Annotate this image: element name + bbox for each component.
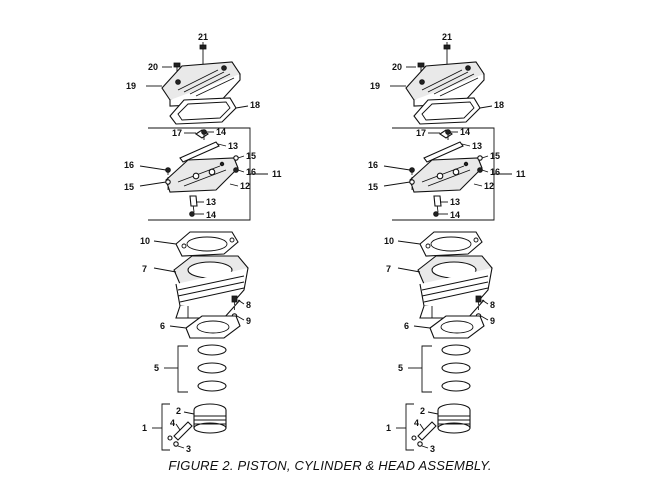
figure-caption: FIGURE 2. PISTON, CYLINDER & HEAD ASSEMB… <box>168 458 492 473</box>
assembly-left <box>123 31 283 455</box>
assembly-right <box>367 31 527 455</box>
